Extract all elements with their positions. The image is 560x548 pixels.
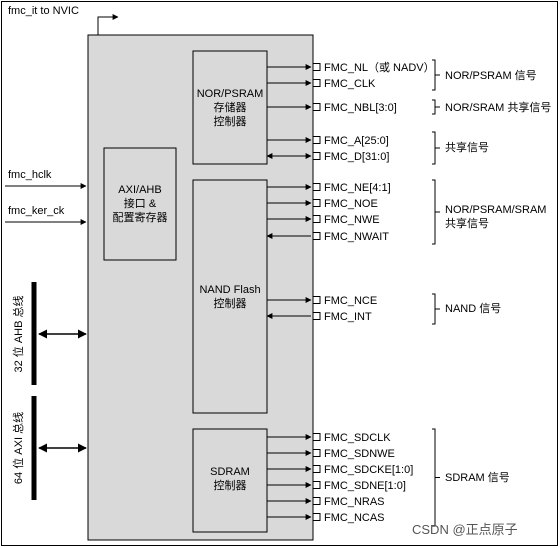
pin-ne: [312, 183, 321, 191]
nor-line1: NOR/PSRAM: [197, 88, 264, 100]
brace-sdram: [432, 428, 440, 527]
signal-label-nwait: FMC_NWAIT: [324, 231, 389, 243]
signal-lines: FMC_NL（或 NADV） FMC_CLK FMC_NBL[3:0] FMC_A[2…: [266, 61, 435, 524]
pin-sdne: [312, 481, 321, 489]
interface-line2: 接口 &: [124, 197, 157, 210]
signal-group-braces: [432, 59, 440, 527]
pin-clk: [312, 79, 321, 87]
signal-label-clk: FMC_CLK: [324, 78, 376, 90]
sdram-controller-block: SDRAM 控制器: [192, 428, 268, 533]
group-nor-psram: NOR/PSRAM 信号: [445, 69, 537, 82]
pin-nwe: [312, 215, 321, 223]
fmc-hclk-label: fmc_hclk: [8, 169, 52, 181]
signal-label-nbl: FMC_NBL[3:0]: [324, 102, 397, 114]
nand-controller-block: NAND Flash 控制器: [192, 179, 268, 414]
signal-label-ncas: FMC_NCAS: [324, 512, 385, 524]
pin-ncas: [312, 513, 321, 521]
signal-label-nwe: FMC_NWE: [324, 214, 380, 226]
signal-label-noe: FMC_NOE: [324, 198, 378, 210]
pin-noe: [312, 199, 321, 207]
pin-int: [312, 312, 321, 320]
group-sdram: SDRAM 信号: [445, 471, 510, 484]
signal-label-a: FMC_A[25:0]: [324, 135, 389, 147]
signal-label-ne: FMC_NE[4:1]: [324, 182, 391, 194]
brace-nor-sram-shared: [432, 99, 440, 115]
brace-nand: [432, 293, 440, 325]
fmc-it-output: fmc_it to NVIC: [8, 5, 119, 35]
nor-controller-block: NOR/PSRAM 存储器 控制器: [192, 50, 268, 165]
pin-sdcke: [312, 465, 321, 473]
pin-nl: [312, 63, 321, 71]
pin-nwait: [312, 232, 321, 240]
pin-a: [312, 136, 321, 144]
fmc-it-label: fmc_it to NVIC: [8, 5, 79, 17]
group-nand: NAND 信号: [445, 302, 501, 315]
group-shared: 共享信号: [445, 140, 489, 154]
signal-label-sdne: FMC_SDNE[1:0]: [324, 480, 406, 492]
signal-label-sdnwe: FMC_SDNWE: [324, 448, 395, 460]
group-nor-sram-shared: NOR/SRAM 共享信号: [445, 100, 551, 114]
pin-sdclk: [312, 433, 321, 441]
interface-block: AXI/AHB 接口 & 配置寄存器: [103, 147, 177, 261]
sdram-line1: SDRAM: [210, 466, 250, 478]
ahb-bus-label: 32 位 AHB 总线: [11, 295, 25, 372]
interface-line1: AXI/AHB: [118, 184, 161, 196]
nor-line3: 控制器: [214, 114, 247, 128]
signal-label-nce: FMC_NCE: [324, 295, 377, 307]
brace-shared: [432, 131, 440, 165]
axi-bus-label: 64 位 AXI 总线: [11, 412, 25, 484]
pin-nbl: [312, 103, 321, 111]
nor-line2: 存储器: [214, 100, 247, 114]
clock-inputs: fmc_hclk fmc_ker_ck: [5, 169, 87, 225]
pin-d: [312, 152, 321, 160]
sdram-line2: 控制器: [214, 478, 247, 492]
pin-nce: [312, 296, 321, 304]
interface-line3: 配置寄存器: [113, 210, 168, 224]
signal-label-nl: FMC_NL（或 NADV）: [324, 61, 435, 74]
signal-group-labels: NOR/PSRAM 信号 NOR/SRAM 共享信号 共享信号 NOR/PSRA…: [445, 69, 551, 484]
signal-label-int: FMC_INT: [324, 311, 372, 323]
pin-nras: [312, 497, 321, 505]
signal-label-nras: FMC_NRAS: [324, 496, 385, 508]
signal-label-sdclk: FMC_SDCLK: [324, 432, 391, 444]
fmc-ker-ck-label: fmc_ker_ck: [8, 205, 65, 217]
signal-label-d: FMC_D[31:0]: [324, 151, 389, 163]
group-nor-psram-sram-1: NOR/PSRAM/SRAM: [445, 204, 546, 216]
brace-nor-psram: [432, 59, 440, 91]
watermark: CSDN @正点原子: [412, 522, 518, 537]
pin-sdnwe: [312, 449, 321, 457]
axi-bus: 64 位 AXI 总线: [11, 396, 87, 500]
nand-line2: 控制器: [214, 296, 247, 310]
brace-nor-psram-sram: [432, 179, 440, 245]
nand-line1: NAND Flash: [199, 284, 260, 296]
signal-label-sdcke: FMC_SDCKE[1:0]: [324, 464, 413, 476]
group-nor-psram-sram-2: 共享信号: [445, 216, 489, 230]
ahb-bus: 32 位 AHB 总线: [11, 282, 87, 385]
